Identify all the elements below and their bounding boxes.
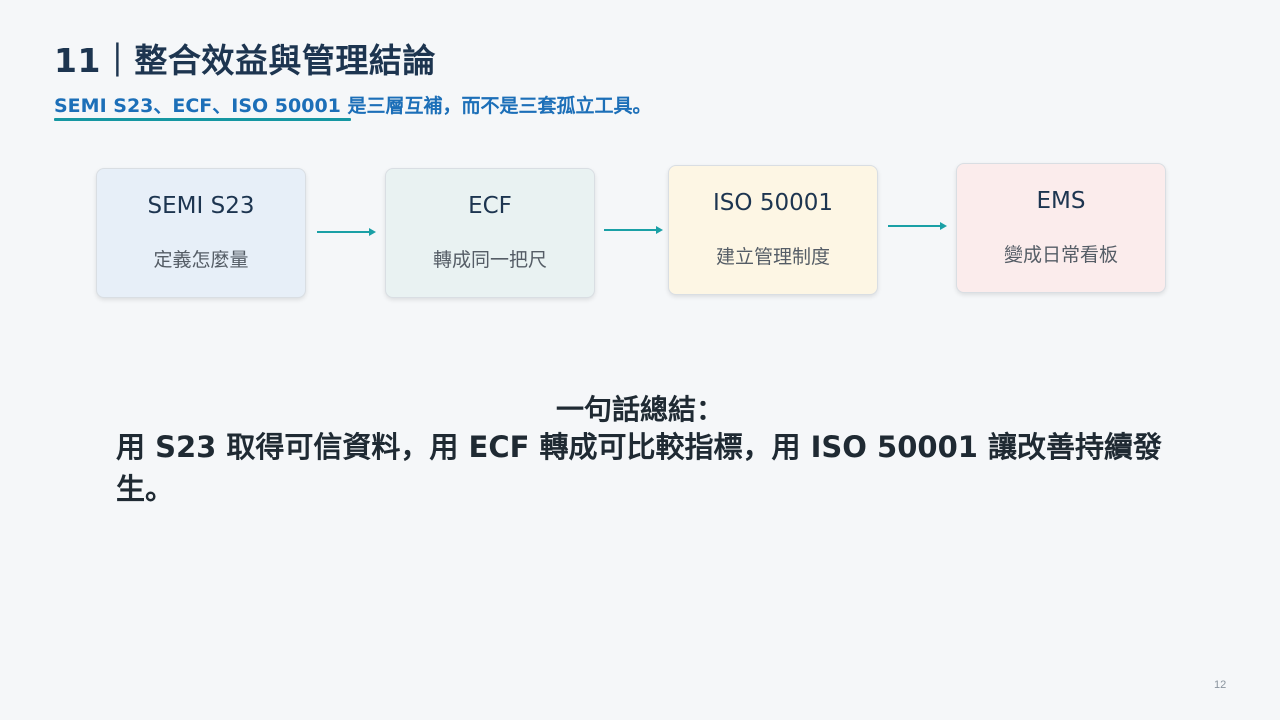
flow-step-desc: 變成日常看板 — [1003, 244, 1118, 266]
flow-step-title: EMS — [1036, 188, 1086, 214]
flow-step-title: ECF — [468, 193, 512, 219]
flow-step-title: SEMI S23 — [147, 193, 255, 219]
flow-step-desc: 建立管理制度 — [715, 246, 830, 268]
summary-block: 一句話總結： 用 S23 取得可信資料，用 ECF 轉成可比較指標，用 ISO … — [116, 388, 1166, 510]
arrow-right-icon — [317, 228, 376, 236]
arrow-right-icon — [604, 226, 663, 234]
page-number: 12 — [1214, 679, 1227, 691]
slide-subtitle: SEMI S23、ECF、ISO 50001 是三層互補，而不是三套孤立工具。 — [54, 95, 652, 117]
arrow-right-icon — [888, 222, 947, 230]
flow-step-ems: EMS 變成日常看板 — [956, 163, 1166, 293]
flow-step-ecf: ECF 轉成同一把尺 — [385, 168, 595, 298]
flow-step-desc: 定義怎麼量 — [153, 249, 249, 271]
flow-step-title: ISO 50001 — [713, 190, 833, 216]
subtitle-underline — [54, 118, 351, 121]
summary-heading: 一句話總結： — [555, 393, 724, 426]
flow-step-semi-s23: SEMI S23 定義怎麼量 — [96, 168, 306, 298]
flow-step-iso-50001: ISO 50001 建立管理制度 — [668, 165, 878, 295]
flow-step-desc: 轉成同一把尺 — [432, 249, 547, 271]
summary-body: 用 S23 取得可信資料，用 ECF 轉成可比較指標，用 ISO 50001 讓… — [116, 430, 1163, 506]
slide-title: 11｜整合效益與管理結論 — [54, 41, 436, 80]
